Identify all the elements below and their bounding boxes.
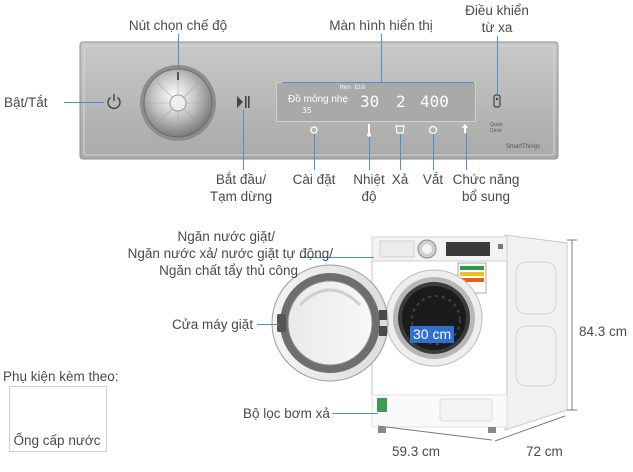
power-label: Bật/Tắt xyxy=(4,95,48,110)
leader-power xyxy=(64,102,104,103)
rinse-icon xyxy=(395,125,405,134)
hose-label: Ống cấp nước xyxy=(13,433,101,448)
settings-label: Cài đặt xyxy=(292,172,336,187)
leader-display-h xyxy=(282,82,474,83)
leader-display-v xyxy=(381,34,382,82)
accessory-hose-box xyxy=(9,386,107,452)
leader-detergent xyxy=(300,257,374,258)
drum-size-label: 30 cm xyxy=(410,326,455,343)
extra-label-2: bổ sung xyxy=(461,189,511,204)
depth-dim-line xyxy=(494,415,566,442)
start-pause-label-2: Tạm dừng xyxy=(209,189,273,204)
detergent-label-2: Ngăn nước xả/ nước giặt tự động/ xyxy=(127,246,333,261)
spin-label: Vắt xyxy=(422,172,444,187)
temperature-label-2: độ xyxy=(361,189,377,204)
machine-side xyxy=(504,234,568,431)
display-temp: 30 xyxy=(360,92,380,111)
leader-settings xyxy=(314,134,315,170)
display-label: Màn hình hiển thị xyxy=(329,18,433,33)
display-small-text: Hẹn Giờ xyxy=(340,84,366,91)
display-mode-text: Đồ mỏng nhẹ xyxy=(288,94,349,105)
filter-label: Bộ lọc bơm xả xyxy=(243,406,330,421)
remote-label-1: Điều khiển xyxy=(465,3,529,18)
detergent-label-3: Ngăn chất tẩy thủ công xyxy=(159,263,298,278)
leader-start xyxy=(243,110,244,170)
quick-drive-text: Quick Drive xyxy=(490,122,503,134)
leader-filter xyxy=(332,413,378,414)
leader-spin xyxy=(433,134,434,170)
smartthings-text: SmartThings xyxy=(506,144,541,150)
leader-door xyxy=(257,324,279,325)
display-panel xyxy=(276,82,476,122)
display-sub-text: 35 xyxy=(302,106,312,115)
display-rinse: 2 xyxy=(396,92,406,111)
leader-knob xyxy=(178,34,179,68)
display-spin: 400 xyxy=(420,92,449,111)
extra-label-1: Chức năng xyxy=(452,172,520,187)
temperature-icon xyxy=(367,124,372,137)
mode-knob-label: Nút chọn chế độ xyxy=(128,18,228,33)
height-dimension: 84.3 cm xyxy=(579,324,628,339)
leader-remote xyxy=(497,36,498,94)
detergent-label-1: Ngăn nước giặt/ xyxy=(177,229,275,244)
power-icon xyxy=(107,94,121,109)
rinse-label: Xả xyxy=(391,172,409,187)
leader-rinse xyxy=(400,134,401,170)
spin-icon xyxy=(428,125,438,135)
remote-control-icon xyxy=(493,94,501,108)
leader-extra xyxy=(466,134,467,170)
extra-function-icon xyxy=(462,124,468,133)
width-dim-line xyxy=(377,425,493,441)
width-dimension: 59.3 cm xyxy=(392,444,441,459)
door-label: Cửa máy giặt xyxy=(172,317,254,332)
accessories-title: Phụ kiện kèm theo: xyxy=(3,369,119,384)
leader-temp xyxy=(369,137,370,170)
play-pause-icon xyxy=(237,96,250,108)
start-pause-label-1: Bắt đầu/ xyxy=(215,172,267,187)
remote-label-2: từ xa xyxy=(481,20,513,35)
temperature-label-1: Nhiệt xyxy=(353,172,385,187)
depth-dimension: 72 cm xyxy=(526,444,563,459)
settings-icon xyxy=(310,126,318,134)
door-handle xyxy=(277,314,286,332)
